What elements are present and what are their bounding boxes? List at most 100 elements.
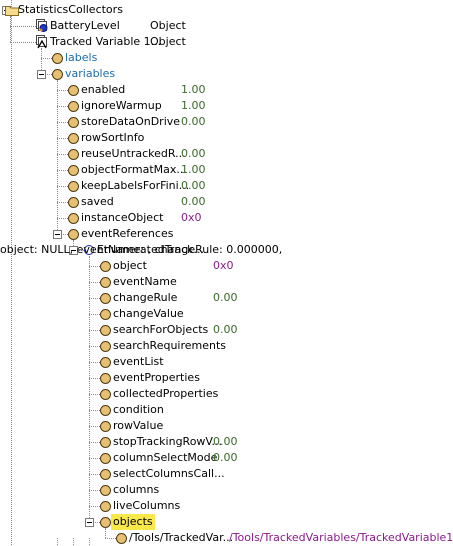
tree-item-label: objects bbox=[111, 514, 155, 530]
tree-item-row-sort-info[interactable]: rowSortInfo bbox=[0, 130, 449, 146]
tree-item-stop-tracking-row[interactable]: stopTrackingRowV...0.00 bbox=[0, 434, 449, 450]
tree-item-value: 1.00 bbox=[181, 163, 206, 176]
tree-item-label: EnumeratedTrack... bbox=[97, 243, 204, 256]
tree-item-value: 1.00 bbox=[181, 99, 206, 112]
tree-item-label: instanceObject bbox=[81, 211, 164, 224]
tree-line bbox=[10, 26, 36, 27]
tree-line bbox=[57, 170, 68, 171]
tree-item-reuse-untracked[interactable]: reuseUntrackedR...0.00 bbox=[0, 146, 449, 162]
tree-item-event-name[interactable]: eventName bbox=[0, 274, 449, 290]
node-icon bbox=[68, 85, 79, 96]
tree-item-value: 0.00 bbox=[213, 435, 238, 448]
tree-item-value: 0.00 bbox=[181, 115, 206, 128]
tree-line bbox=[89, 426, 100, 427]
blue-circle-icon bbox=[84, 245, 94, 255]
tree-line bbox=[57, 234, 68, 235]
tree-line bbox=[89, 256, 90, 522]
tree-item-labels[interactable]: labels bbox=[0, 50, 449, 66]
tree-item-label: eventList bbox=[113, 355, 164, 368]
tree-line bbox=[57, 80, 58, 234]
node-icon bbox=[68, 149, 79, 160]
tree-item-label: eventProperties bbox=[113, 371, 200, 384]
tree-item-live-columns[interactable]: liveColumns bbox=[0, 498, 449, 514]
tree-item-instance-object[interactable]: instanceObject 0x0 bbox=[0, 210, 449, 226]
tree-item-value: /Tools/TrackedVariables/TrackedVariable1 bbox=[229, 531, 453, 544]
tree-item-objects[interactable]: objects bbox=[0, 514, 449, 530]
tree-line bbox=[89, 314, 100, 315]
tree-item-search-requirements[interactable]: searchRequirements bbox=[0, 338, 449, 354]
node-icon bbox=[116, 533, 127, 544]
tree-line bbox=[105, 538, 116, 539]
tree-line bbox=[89, 474, 100, 475]
tree-item-select-columns-call[interactable]: selectColumnsCall... bbox=[0, 466, 449, 482]
node-icon bbox=[68, 165, 79, 176]
tree-line bbox=[41, 48, 42, 74]
tree-item-label: objectFormatMax... bbox=[81, 163, 187, 176]
tree-item-label: eventReferences bbox=[81, 227, 174, 240]
tree-item-event-properties[interactable]: eventProperties bbox=[0, 370, 449, 386]
tree-item-label: changeRule bbox=[113, 291, 178, 304]
tree-line bbox=[89, 282, 100, 283]
tree-item-change-value[interactable]: changeValue bbox=[0, 306, 449, 322]
tree-item-condition[interactable]: condition bbox=[0, 402, 449, 418]
tree-item-value: object: NULL, eventName: , changeRule: 0… bbox=[0, 243, 283, 256]
collapse-toggle[interactable] bbox=[37, 70, 46, 79]
tree-item-event-references[interactable]: eventReferences bbox=[0, 226, 449, 242]
tree-item-event-list[interactable]: eventList bbox=[0, 354, 449, 370]
tree-line bbox=[73, 250, 84, 251]
tree-item-variables[interactable]: variables bbox=[0, 66, 449, 82]
tree-line bbox=[89, 394, 100, 395]
tree-item-collected-properties[interactable]: collectedProperties bbox=[0, 386, 449, 402]
tree-item-label: variables bbox=[65, 67, 116, 80]
tree-line bbox=[41, 58, 52, 59]
tree-item-label: StatisticsCollectors bbox=[18, 3, 123, 16]
node-icon bbox=[100, 277, 111, 288]
tree-item-label: eventName bbox=[113, 275, 177, 288]
tree-item-label: rowSortInfo bbox=[81, 131, 145, 144]
node-icon bbox=[100, 389, 111, 400]
node-icon bbox=[68, 197, 79, 208]
tree-line bbox=[11, 0, 12, 545]
node-icon bbox=[100, 373, 111, 384]
tree-item-object-format-max[interactable]: objectFormatMax...1.00 bbox=[0, 162, 449, 178]
tree-line bbox=[57, 122, 68, 123]
tree-line bbox=[89, 362, 100, 363]
tree-item-tools-tracked-var[interactable]: /Tools/TrackedVar.../Tools/TrackedVariab… bbox=[0, 530, 453, 546]
node-icon bbox=[100, 325, 111, 336]
stack-lambda-icon bbox=[36, 35, 50, 49]
collapse-toggle[interactable] bbox=[69, 246, 78, 255]
tree-item-value: 0.00 bbox=[213, 451, 238, 464]
tree-item-row-value[interactable]: rowValue bbox=[0, 418, 449, 434]
tree-line bbox=[89, 522, 100, 523]
tree-item-label: stopTrackingRowV... bbox=[113, 435, 223, 448]
collapse-toggle[interactable] bbox=[53, 230, 62, 239]
tree-item-value: 0.00 bbox=[181, 147, 206, 160]
stack-blue-icon bbox=[36, 19, 50, 33]
tree-line bbox=[89, 442, 100, 443]
node-icon bbox=[68, 117, 79, 128]
tree-line bbox=[10, 42, 36, 43]
tree-item-tracked-variable[interactable]: Tracked Variable 1...Object bbox=[0, 34, 449, 50]
tree-item-statistics-collectors[interactable]: StatisticsCollectors bbox=[0, 2, 449, 18]
tree-item-label: changeValue bbox=[113, 307, 184, 320]
tree-item-label: labels bbox=[65, 51, 98, 64]
tree-item-value: 0.00 bbox=[181, 195, 206, 208]
tree-item-keep-labels-for-fini[interactable]: keepLabelsForFini...0.00 bbox=[0, 178, 449, 194]
tree-item-columns[interactable]: columns bbox=[0, 482, 449, 498]
tree-line bbox=[41, 74, 52, 75]
tree-item-value: 0x0 bbox=[181, 211, 202, 224]
collapse-toggle[interactable] bbox=[85, 518, 94, 527]
tree-item-value: 0.00 bbox=[181, 179, 206, 192]
tree-line bbox=[73, 240, 74, 250]
tree-item-enumerated-track[interactable]: EnumeratedTrack...object: NULL, eventNam… bbox=[0, 242, 449, 258]
tree-item-label: object bbox=[113, 259, 147, 272]
